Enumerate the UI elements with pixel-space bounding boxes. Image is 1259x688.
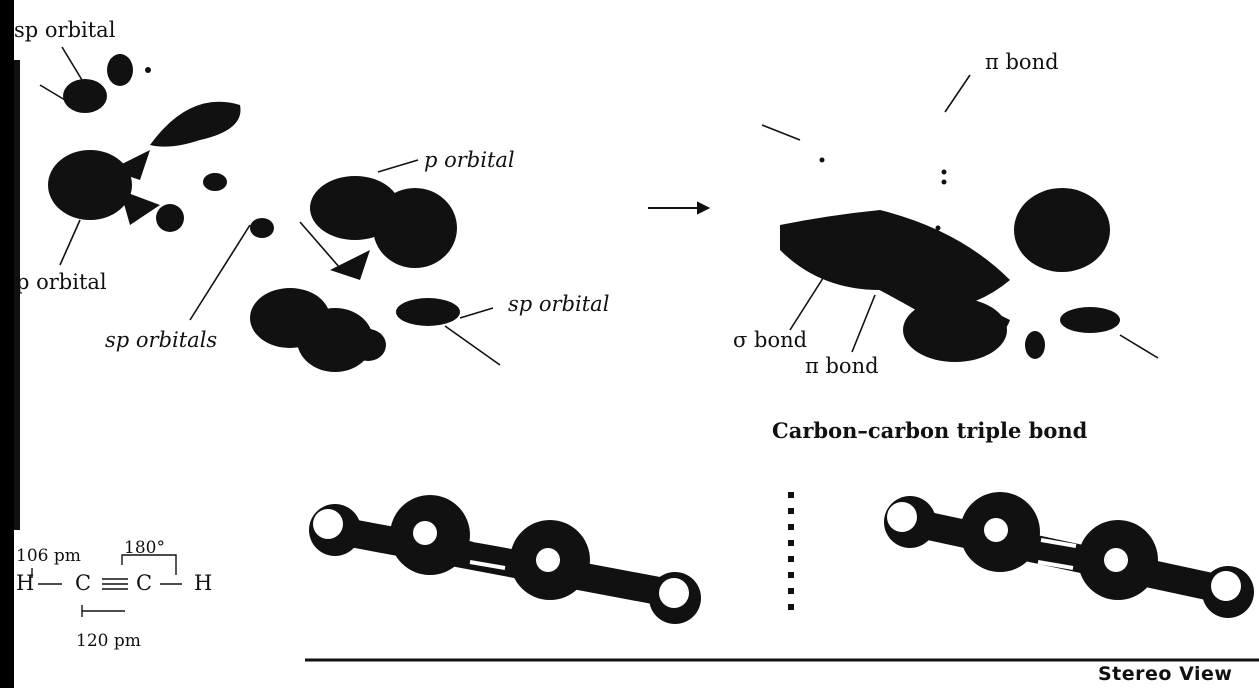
label-sp-orbital-right: sp orbital [508,294,609,315]
formula-atom-c1: C [75,573,91,594]
label-sp-orbital-top-text: sp orbital [14,18,115,42]
reaction-arrow [648,203,708,213]
label-pi-bond-top: π bond [985,52,1059,73]
formula-angle: 180° [124,540,165,557]
label-p-orbital-left: p orbital [16,272,107,293]
stereo-model-right [884,492,1254,618]
label-p-orbital-mid: p orbital [424,150,515,171]
triple-bond-orbitals [780,158,1120,363]
left-carbon-orbitals [48,102,241,232]
caption-triple-bond: Carbon–carbon triple bond [772,420,1087,441]
stereo-view-label: Stereo View [1098,665,1232,684]
label-sp-orbitals: sp orbitals [105,330,217,351]
label-sp-orbital-top: sp orbital [14,20,115,41]
stereo-divider [788,492,794,610]
stereo-model-left [309,495,701,624]
formula-atom-h-right: H [194,573,212,594]
formula-atom-c2: C [136,573,152,594]
formula-length-cc: 120 pm [76,633,141,650]
formula-length-ch: 106 pm [16,548,81,565]
sp-orbital-small-lobe [63,54,151,113]
right-carbon-orbitals [250,176,460,372]
label-pi-bond-bottom: π bond [805,356,879,377]
label-sigma-bond: σ bond [733,330,807,351]
formula-atom-h-left: H [16,573,34,594]
